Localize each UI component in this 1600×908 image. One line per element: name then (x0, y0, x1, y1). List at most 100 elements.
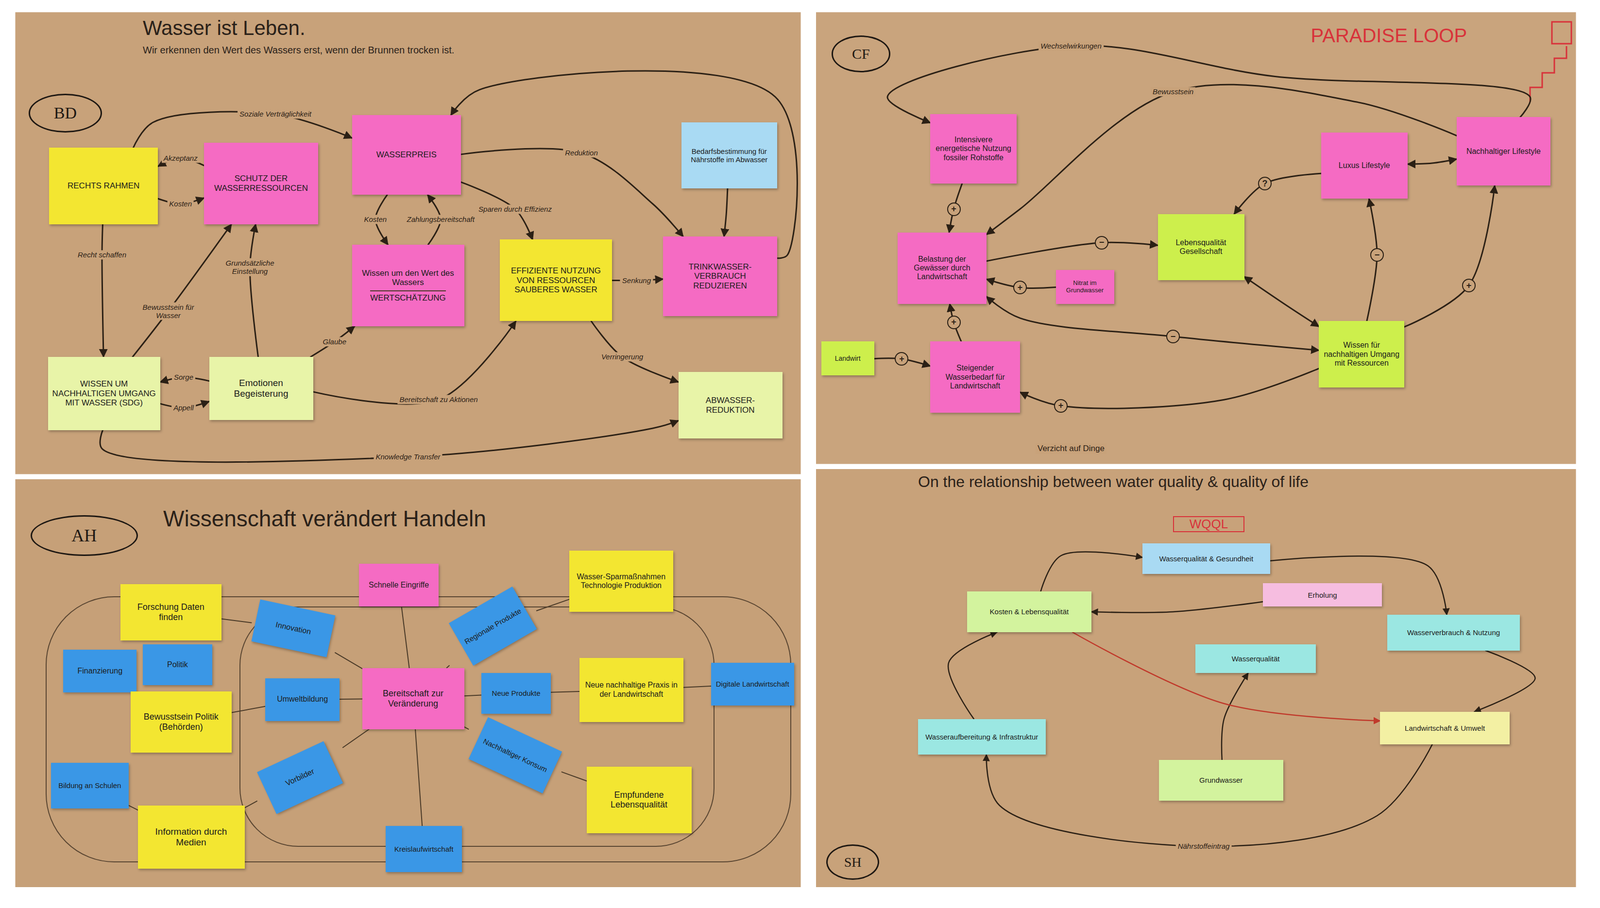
group-tag-circle: BD (28, 93, 103, 133)
sticky-note: Nachhaltiger Konsum (468, 717, 562, 794)
panel-title: WQQL (1173, 516, 1245, 533)
note-text: Empfundene Lebensqualität (590, 790, 688, 811)
paper-panel: Wasser ist Leben.Wir erkennen den Wert d… (15, 12, 801, 475)
sticky-note: Lebensqualität Gesellschaft (1157, 214, 1245, 281)
note-text: Finanzierung (77, 666, 123, 676)
causal-link (1404, 185, 1495, 327)
group-tag-circle: AH (30, 515, 138, 557)
edge-label: Senkung (620, 275, 653, 286)
kraft-paper (15, 12, 801, 475)
causal-link (100, 420, 679, 462)
causal-link (724, 188, 728, 237)
causal-link (132, 224, 232, 358)
note-text: Digitale Landwirtschaft (715, 680, 790, 689)
causal-link (1040, 552, 1143, 592)
causal-link (249, 224, 258, 358)
causal-link (128, 805, 138, 811)
sticky-note: Umweltbildung (265, 678, 340, 722)
note-text: Wasserverbrauch & Nutzung (1407, 628, 1500, 637)
note-text: WISSEN UM NACHHALTIGEN UMGANG MIT WASSER… (51, 379, 157, 409)
note-text: Nachhaltiger Konsum (481, 736, 549, 774)
edge-label: Akzeptanz (161, 153, 200, 163)
sticky-note: EFFIZIENTE NUTZUNG VON RESSOURCEN SAUBER… (499, 239, 613, 322)
kraft-paper (816, 469, 1577, 888)
sticky-note: Kosten & Lebensqualität (967, 591, 1092, 633)
note-text: Neue Produkte (492, 689, 541, 698)
sticky-note: Regionale Produkte (448, 586, 537, 666)
sticky-note: Belastung der Gewässer durch Landwirtsch… (897, 232, 987, 305)
edge-label: Knowledge Transfer (373, 452, 443, 462)
note-text: Nitrat im Grundwasser (1059, 279, 1111, 295)
note-text: Regionale Produkte (462, 606, 523, 647)
sticky-note: Steigender Wasserbedarf für Landwirtscha… (930, 341, 1021, 413)
stairs-sketch (1530, 46, 1567, 103)
edge-label: Bewusstsein (1150, 86, 1196, 97)
causal-link (102, 224, 104, 358)
sticky-note: Vorbilder (256, 741, 343, 815)
note-text: RECHTS RAHMEN (67, 181, 140, 191)
sticky-note: Information durch Medien (137, 805, 245, 869)
note-text: Bewusstsein Politik (Behörden) (134, 712, 228, 732)
edge-label: Kosten (361, 214, 389, 224)
note-text: Landwirtschaft & Umwelt (1404, 724, 1485, 733)
polarity-sign: − (1094, 236, 1109, 250)
causal-link (231, 706, 266, 714)
note-text: Erholung (1308, 591, 1338, 600)
note-text: Bereitschaft zur Veränderung (366, 688, 461, 709)
note-text: Nachhaltiger Lifestyle (1466, 147, 1541, 156)
note-text: WERTSCHÄTZUNG (370, 290, 446, 304)
edge-label: Bereitschaft zu Aktionen (397, 395, 480, 405)
sticky-note: Wasserqualität & Gesundheit (1142, 543, 1271, 575)
causal-link (415, 729, 423, 827)
sticky-note: Neue nachhaltige Praxis in der Landwirts… (579, 658, 684, 723)
sticky-note: Wasserqualität (1195, 644, 1316, 674)
causal-link (342, 729, 370, 749)
polarity-sign: + (947, 315, 961, 330)
polarity-sign: ? (1258, 176, 1272, 191)
sticky-note: Bildung an Schulen (51, 763, 129, 810)
note-text: SCHUTZ DER WASSERRESSOURCEN (207, 173, 315, 193)
polarity-sign: + (1013, 280, 1027, 295)
edge-label: Appell (171, 403, 196, 413)
paper-panel: Wissenschaft verändert HandelnAHForschun… (15, 479, 801, 888)
group-tag: CF (851, 45, 870, 63)
causal-link (1234, 173, 1322, 215)
sticky-note: Luxus Lifestyle (1321, 132, 1409, 200)
poster-note: Verzicht auf Dinge (1035, 443, 1107, 455)
panel-title: Wir erkennen den Wert des Wassers erst, … (142, 44, 715, 56)
note-text: Kosten & Lebensqualität (989, 607, 1070, 616)
causal-link (986, 296, 1319, 351)
sticky-note: Forschung Daten finden (120, 584, 222, 641)
sticky-note: Wasserverbrauch & Nutzung (1387, 614, 1520, 651)
causal-link (1474, 650, 1535, 713)
kraft-paper (15, 479, 801, 888)
group-tag: BD (53, 103, 77, 123)
causal-link (591, 321, 679, 382)
note-text: Forschung Daten finden (124, 602, 218, 623)
note-text: Wissen für nachhaltigen Umgang mit Resso… (1322, 340, 1401, 368)
sticky-note: Erholung (1262, 583, 1383, 607)
sticky-note: Neue Produkte (481, 673, 551, 715)
edge-label: Sparen durch Effizienz (476, 204, 554, 214)
causal-link (1221, 673, 1249, 761)
note-text: Belastung der Gewässer durch Landwirtsch… (901, 255, 983, 282)
kraft-paper (816, 12, 1577, 464)
edge-label: Zahlungsbereitschaft (405, 214, 477, 224)
note-text: Lebensqualität Gesellschaft (1161, 238, 1241, 257)
group-tag-circle: SH (826, 844, 880, 881)
sticky-note: Landwirt (821, 341, 875, 375)
sticky-note: Bewusstsein Politik (Behörden) (130, 691, 232, 753)
sticky-note: Politik (142, 644, 213, 686)
polarity-sign: + (947, 202, 961, 217)
note-text: Innovation (274, 620, 312, 637)
edge-label: Recht schaffen (75, 250, 129, 260)
panel-title: On the relationship between water qualit… (918, 473, 1551, 492)
edge-label: Reduktion (562, 148, 600, 158)
sticky-note: Nachhaltiger Lifestyle (1456, 117, 1551, 186)
note-text: Bedarfsbestimmung für Nährstoffe im Abwa… (685, 147, 774, 165)
causal-link (948, 632, 997, 720)
polarity-sign: − (1166, 329, 1180, 344)
note-text: Bildung an Schulen (58, 781, 121, 790)
sticky-note: Bedarfsbestimmung für Nährstoffe im Abwa… (681, 122, 778, 189)
